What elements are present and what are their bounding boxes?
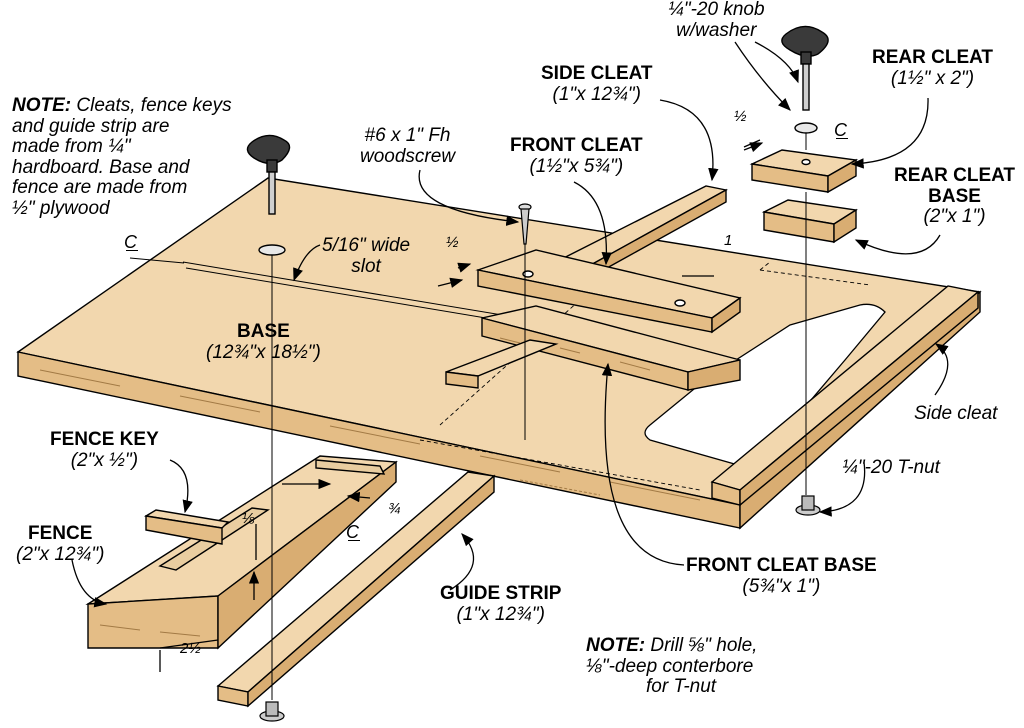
rear-cleat-base-title-2: BASE <box>928 185 981 207</box>
rear-cleat <box>749 149 859 194</box>
knob-right <box>781 25 829 134</box>
fence-title: FENCE <box>28 523 93 544</box>
fence-key-label: FENCE KEY (2"x ½") <box>50 429 159 471</box>
side-cleat-label: SIDE CLEAT (1"x 12¾") <box>541 63 653 105</box>
tnut-label: ¼"-20 T-nut <box>842 457 940 479</box>
centerline-fence-icon: C <box>346 522 360 542</box>
rear-cleat-title: REAR CLEAT <box>872 47 994 68</box>
rear-cleat-base-dims: (2"x 1") <box>923 206 986 228</box>
woodscrew-line-2: woodscrew <box>360 145 456 167</box>
base-label: BASE (12¾"x 18½") <box>206 321 321 363</box>
note-materials-line-1: Cleats, fence keys <box>71 95 232 116</box>
note-materials-line-4: hardboard. Base and <box>12 156 190 178</box>
slot-label: 5/16" wide slot <box>322 235 411 277</box>
note-tnut: NOTE: Drill ⅝" hole, ⅛"-deep conterbore … <box>586 635 758 698</box>
front-cleat-label: FRONT CLEAT (1½"x 5¾") <box>510 135 643 177</box>
tnut-text: ¼"-20 T-nut <box>842 457 940 478</box>
dim-half-rear: ½ <box>734 108 747 125</box>
note-materials: NOTE: Cleats, fence keys and guide strip… <box>12 95 232 219</box>
guide-strip <box>216 471 496 708</box>
knob-label-sub: w/washer <box>676 19 757 41</box>
note-materials-line-2: and guide strip are <box>12 115 170 137</box>
base-board <box>16 177 982 530</box>
front-cleat-title: FRONT CLEAT <box>510 135 643 156</box>
guide-strip-title: GUIDE STRIP <box>440 583 562 604</box>
note-materials-line-3: made from ¼" <box>12 136 131 158</box>
centerline-base-icon: C <box>124 232 138 252</box>
side-cleat-lower-label: Side cleat <box>914 403 998 425</box>
dim-half-front: ½ <box>446 234 459 251</box>
note-materials-line-5: fence are made from <box>12 177 188 199</box>
slot-line-2: slot <box>351 255 381 277</box>
front-cleat-base-dims: (5¾"x 1") <box>742 575 821 597</box>
front-key-block <box>445 339 559 389</box>
rear-cleat-base-title-1: REAR CLEAT <box>894 165 1016 186</box>
dim-two-half: 2½ <box>180 640 201 657</box>
front-cleat-base <box>481 305 741 391</box>
t-nut-bottom <box>259 701 285 722</box>
note-tnut-line-1: Drill ⅝" hole, <box>645 635 758 656</box>
note-materials-line-6: ½" plywood <box>12 197 110 219</box>
side-cleat-lower <box>710 285 980 507</box>
fence <box>85 455 398 650</box>
woodscrew <box>518 203 532 245</box>
note-tnut-line-2: ⅛"-deep conterbore <box>586 655 754 677</box>
front-cleat-base-label: FRONT CLEAT BASE (5¾"x 1") <box>686 555 877 597</box>
knob-left <box>246 134 291 256</box>
guide-strip-dims: (1"x 12¾") <box>456 603 545 625</box>
front-cleat-dims: (1½"x 5¾") <box>529 155 624 177</box>
plywood-edge-texture <box>39 369 701 501</box>
fence-key <box>143 509 230 545</box>
rear-cleat-base <box>761 199 858 244</box>
front-cleat <box>475 249 742 334</box>
rear-cleat-dims: (1½" x 2") <box>890 67 975 89</box>
front-cleat-base-title: FRONT CLEAT BASE <box>686 555 877 576</box>
t-nut-right <box>795 495 821 516</box>
side-cleat-title: SIDE CLEAT <box>541 63 653 84</box>
fence-key-title: FENCE KEY <box>50 429 159 450</box>
base-dims: (12¾"x 18½") <box>206 341 321 363</box>
note-tnut-line-3: for T-nut <box>646 676 717 698</box>
note-materials-bold: NOTE: <box>12 95 72 116</box>
knob-label-title: ¼"-20 knob <box>668 0 765 20</box>
note-tnut-bold: NOTE: <box>586 635 646 656</box>
fence-key-dims: (2"x ½") <box>70 449 139 471</box>
rear-cleat-label: REAR CLEAT (1½" x 2") <box>872 47 994 89</box>
dim-eighth: ⅛ <box>242 510 255 527</box>
side-cleat-dims: (1"x 12¾") <box>552 83 641 105</box>
assembly-lines <box>129 133 807 700</box>
leaders <box>71 41 949 672</box>
slot-line-1: 5/16" wide <box>322 235 411 256</box>
dim-one: 1 <box>724 232 733 249</box>
rear-cleat-base-label: REAR CLEAT BASE (2"x 1") <box>894 165 1016 228</box>
guide-strip-label: GUIDE STRIP (1"x 12¾") <box>440 583 562 625</box>
woodscrew-line-1: #6 x 1" Fh <box>364 125 451 146</box>
knob-label: ¼"-20 knob w/washer <box>668 0 765 41</box>
centerline-rear-icon: C <box>834 120 848 140</box>
woodscrew-label: #6 x 1" Fh woodscrew <box>360 125 456 167</box>
base-title: BASE <box>237 321 290 342</box>
fence-dims: (2"x 12¾") <box>16 543 105 565</box>
dim-three-quarter: ¾ <box>388 500 401 517</box>
fence-label: FENCE (2"x 12¾") <box>16 523 105 565</box>
side-cleat-lower-text: Side cleat <box>914 403 998 424</box>
